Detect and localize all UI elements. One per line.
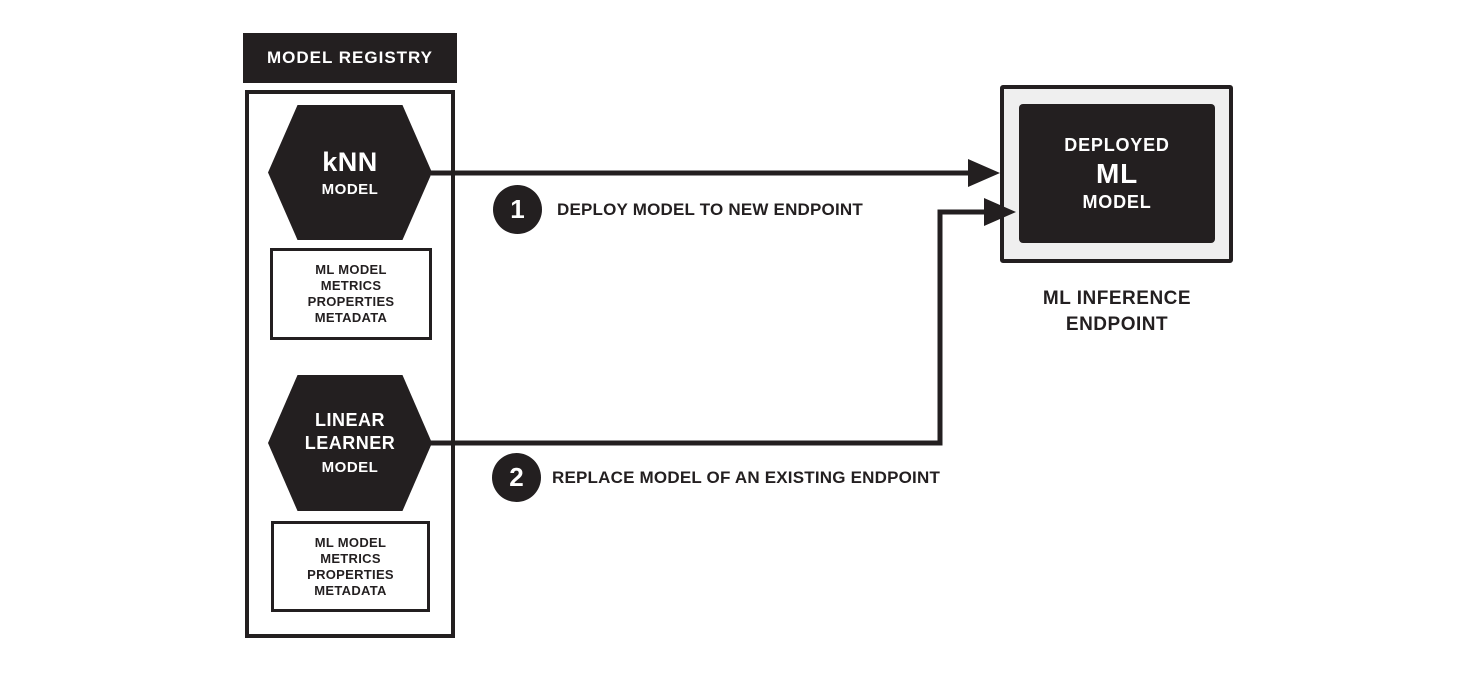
model-registry-title: MODEL REGISTRY xyxy=(266,48,434,67)
step-2-label-text: REPLACE MODEL OF AN EXISTING ENDPOINT xyxy=(552,467,941,487)
card-line: METRICS xyxy=(320,550,381,566)
linear-learner-model-card: ML MODEL METRICS PROPERTIES METADATA xyxy=(271,521,430,612)
deployed-model-line2: ML xyxy=(1095,158,1139,189)
card-line: ML MODEL xyxy=(315,262,387,277)
step-1-label-text: DEPLOY MODEL TO NEW ENDPOINT xyxy=(557,199,863,219)
card-line: ML MODEL xyxy=(314,534,387,550)
step-1-badge: 1 xyxy=(493,185,542,234)
step-2-label: REPLACE MODEL OF AN EXISTING ENDPOINT xyxy=(552,453,940,502)
endpoint-caption-line2: ENDPOINT xyxy=(1065,314,1169,335)
replace-arrow-line xyxy=(431,209,986,446)
replace-arrow xyxy=(431,198,1016,446)
knn-model-hexagon: kNN MODEL xyxy=(268,105,432,240)
card-line: METRICS xyxy=(320,278,382,293)
endpoint-caption-line1: ML INFERENCE xyxy=(1042,288,1192,309)
card-line: PROPERTIES xyxy=(307,294,395,309)
card-line: PROPERTIES xyxy=(307,566,394,582)
linear-learner-line1: LINEAR xyxy=(315,410,385,430)
card-line: METADATA xyxy=(314,310,388,325)
deployed-model-line1: DEPLOYED xyxy=(1064,135,1170,155)
endpoint-caption: ML INFERENCE ENDPOINT xyxy=(1002,286,1232,338)
deployed-ml-model-box: DEPLOYED ML MODEL xyxy=(1019,104,1215,243)
step-2-badge: 2 xyxy=(492,453,541,502)
linear-learner-subtitle: MODEL xyxy=(321,459,379,476)
deploy-arrow xyxy=(431,159,1000,187)
deploy-arrow-head xyxy=(968,159,1000,187)
step-1-label: DEPLOY MODEL TO NEW ENDPOINT xyxy=(557,185,863,234)
step-2-number: 2 xyxy=(509,462,524,492)
knn-model-card: ML MODEL METRICS PROPERTIES METADATA xyxy=(270,248,432,340)
knn-model-subtitle: MODEL xyxy=(321,180,379,198)
linear-learner-hexagon: LINEAR LEARNER MODEL xyxy=(268,375,432,511)
linear-learner-line2: LEARNER xyxy=(304,433,396,453)
model-registry-header: MODEL REGISTRY xyxy=(243,33,457,83)
deployed-model-line3: MODEL xyxy=(1082,192,1152,212)
card-line: METADATA xyxy=(314,582,387,598)
knn-model-title: kNN xyxy=(322,146,378,177)
step-1-number: 1 xyxy=(510,194,525,224)
